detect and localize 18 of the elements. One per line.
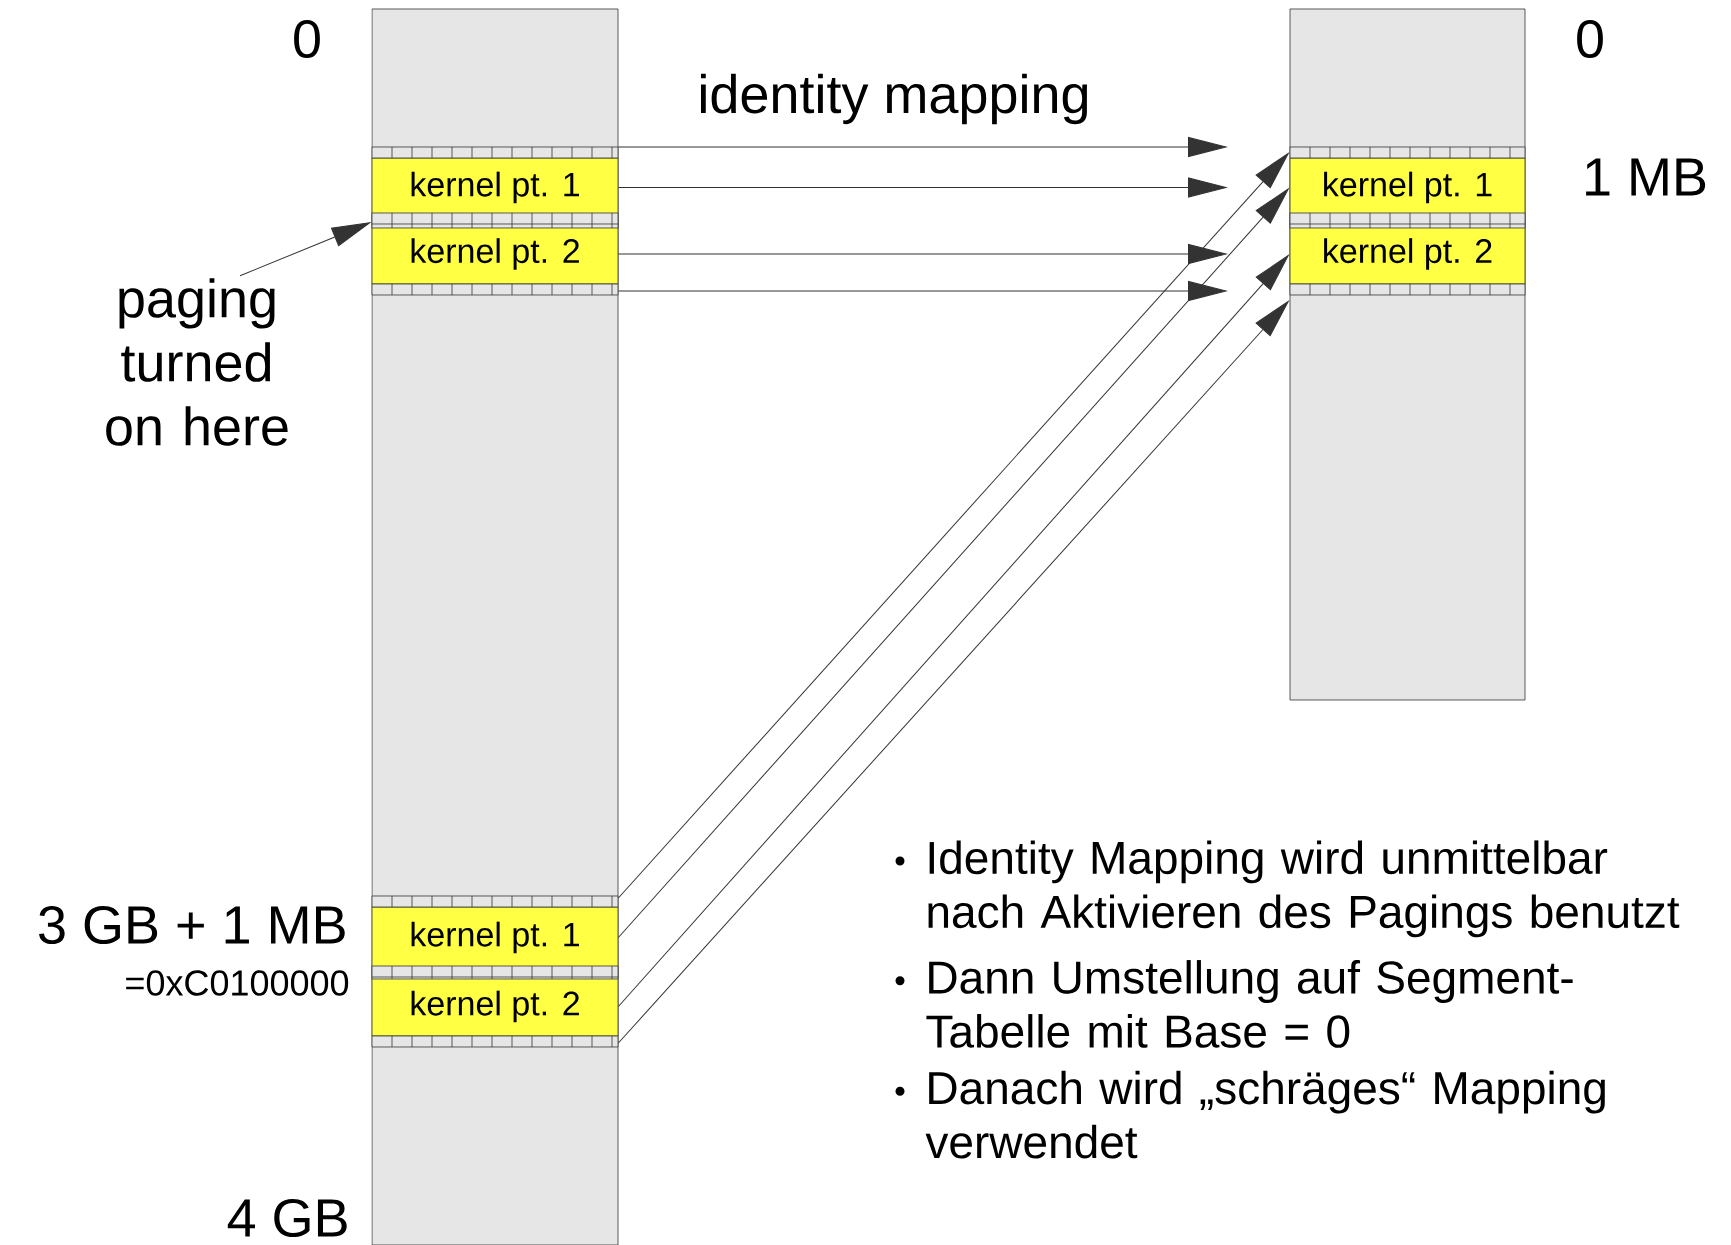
kernel-box: kernel pt. 2 (371, 976, 619, 1037)
bullet-text: Identity Mapping wird unmittelbar nach Aktivieren des Pagings benutzt (928, 840, 1680, 938)
address-label: 3 GB + 1 MB (39, 905, 345, 945)
bullet-text: Danach wird „schräges“ Mapping verwendet (925, 1070, 1605, 1159)
address-label: 1 MB (1586, 158, 1706, 196)
arrow (617, 281, 1227, 301)
bullet-text: Dann Umstellung auf Segment-Tabelle mit Base = 0 (926, 960, 1573, 1048)
address-label: =0xC0100000 (126, 970, 349, 996)
kernel-box: kernel pt. 1 (371, 906, 619, 969)
arrow (239, 222, 371, 277)
heading-label: identity mapping (701, 73, 1088, 125)
arrow (617, 244, 1227, 264)
arrow (617, 137, 1227, 157)
annotation-text: paging turned on here (106, 278, 288, 446)
arrow (617, 177, 1227, 198)
address-label: 0 (1577, 19, 1603, 59)
address-label: 0 (294, 19, 320, 59)
address-label: 4 GB (227, 1198, 347, 1238)
